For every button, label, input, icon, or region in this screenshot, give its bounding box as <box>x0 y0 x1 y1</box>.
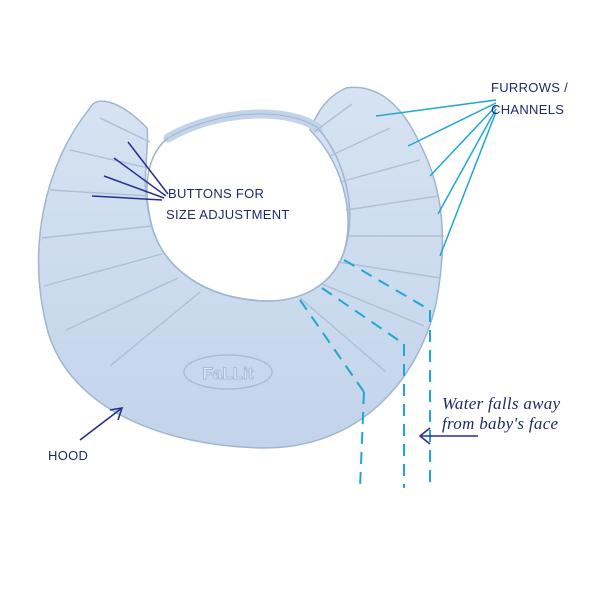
buttons-pointer-lines <box>91 141 169 201</box>
hood-label: HOOD <box>48 448 89 463</box>
buttons-label-line1: BUTTONS FOR <box>168 186 265 201</box>
water-note-line1: Water falls away <box>442 394 561 413</box>
ring-top-arc <box>163 109 323 143</box>
logo-emboss <box>183 354 273 390</box>
furrows-pointer-lines <box>375 99 497 257</box>
water-arrow <box>418 427 478 445</box>
hood-body <box>37 86 444 449</box>
furrows-label-line2: CHANNELS <box>491 102 565 117</box>
furrows-label-line1: FURROWS / <box>491 80 569 95</box>
water-note-line2: from baby's face <box>442 414 559 433</box>
hood-arrow <box>79 406 124 441</box>
water-flow-dashes <box>299 259 431 489</box>
hood-ribs <box>41 103 444 373</box>
logo-text: FaLLit <box>203 364 254 383</box>
buttons-label-line2: SIZE ADJUSTMENT <box>166 207 290 222</box>
